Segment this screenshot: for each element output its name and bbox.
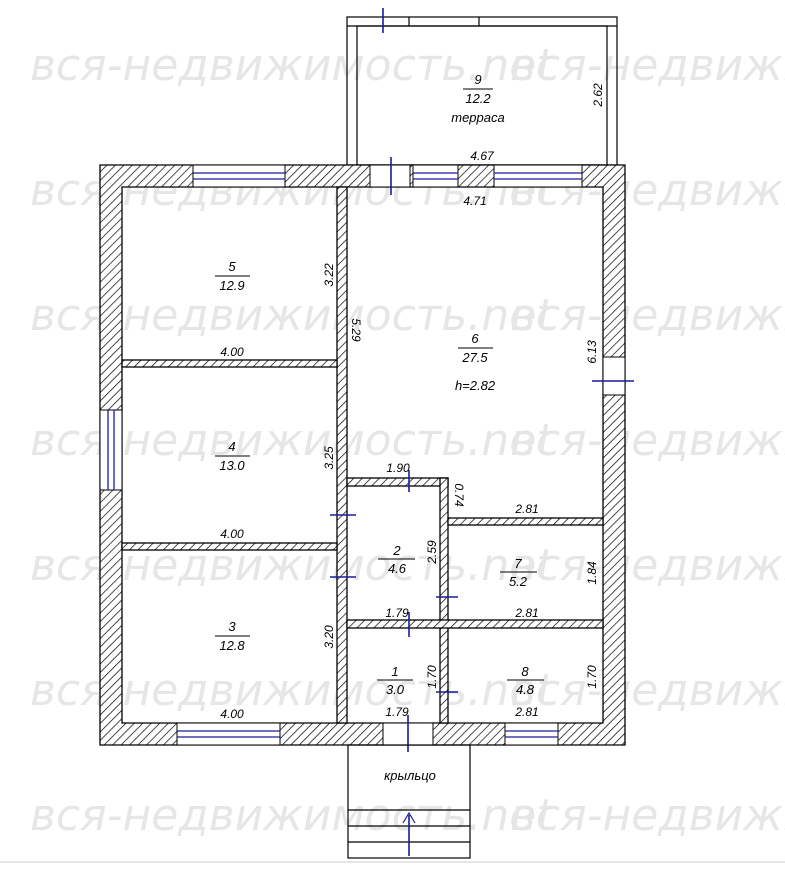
walls — [99, 164, 626, 746]
svg-text:5: 5 — [228, 259, 236, 274]
svg-text:3.25: 3.25 — [322, 446, 336, 470]
room-3: 312.8 — [215, 619, 250, 653]
svg-text:2.81: 2.81 — [514, 502, 538, 516]
svg-text:2: 2 — [392, 543, 401, 558]
svg-text:13.0: 13.0 — [219, 458, 245, 473]
svg-text:1.70: 1.70 — [585, 665, 599, 689]
svg-text:6: 6 — [471, 331, 479, 346]
svg-text:6.13: 6.13 — [585, 340, 599, 364]
svg-text:4.71: 4.71 — [463, 194, 486, 208]
svg-text:вся-недвижимость.net: вся-недвижимость.net — [510, 790, 785, 841]
svg-text:4.8: 4.8 — [516, 682, 535, 697]
svg-text:1.70: 1.70 — [425, 665, 439, 689]
svg-text:2.59: 2.59 — [425, 540, 439, 565]
room-6: 6 27.5 h=2.82 — [455, 331, 496, 393]
room-2: 24.6 — [378, 543, 415, 576]
svg-text:12.8: 12.8 — [219, 638, 245, 653]
svg-text:0.74: 0.74 — [452, 483, 466, 507]
svg-text:12.9: 12.9 — [219, 278, 244, 293]
windows — [99, 157, 634, 752]
porch-label: крыльцо — [384, 768, 436, 783]
svg-text:вся-недвижимость.net: вся-недвижимость.net — [30, 790, 555, 841]
svg-text:4: 4 — [228, 439, 235, 454]
svg-text:12.2: 12.2 — [465, 91, 491, 106]
svg-text:4.00: 4.00 — [220, 707, 244, 721]
svg-text:7: 7 — [514, 556, 522, 571]
svg-text:h=2.82: h=2.82 — [455, 378, 496, 393]
room-8: 84.8 — [507, 664, 544, 697]
svg-text:1.84: 1.84 — [585, 561, 599, 585]
svg-text:вся-недвижимость.net: вся-недвижимость.net — [30, 40, 555, 91]
svg-text:27.5: 27.5 — [461, 350, 488, 365]
svg-text:3: 3 — [228, 619, 236, 634]
svg-text:4.67: 4.67 — [470, 149, 495, 163]
svg-text:9: 9 — [474, 72, 481, 87]
svg-text:1.79: 1.79 — [385, 705, 409, 719]
room-5: 512.9 — [215, 259, 250, 293]
svg-text:4.00: 4.00 — [220, 527, 244, 541]
svg-text:вся-недвижимость.net: вся-недвижимость.net — [510, 540, 785, 591]
svg-text:4.00: 4.00 — [220, 345, 244, 359]
svg-text:1: 1 — [391, 664, 398, 679]
svg-text:5.2: 5.2 — [509, 574, 528, 589]
svg-text:вся-недвижимость.net: вся-недвижимость.net — [510, 415, 785, 466]
svg-text:5.29: 5.29 — [349, 318, 363, 342]
svg-text:3.0: 3.0 — [386, 682, 405, 697]
svg-text:2.81: 2.81 — [514, 606, 538, 620]
svg-text:2.62: 2.62 — [591, 83, 605, 108]
svg-text:3.22: 3.22 — [322, 263, 336, 287]
svg-text:вся-недвижимость.net: вся-недвижимость.net — [510, 40, 785, 91]
svg-text:4.6: 4.6 — [388, 561, 407, 576]
dimensions: 4.67 2.62 4.71 6.13 5.29 3.22 4.00 3.25 … — [220, 83, 605, 721]
svg-text:8: 8 — [521, 664, 529, 679]
svg-text:1.90: 1.90 — [386, 461, 410, 475]
svg-text:2.81: 2.81 — [514, 705, 538, 719]
room-7: 75.2 — [500, 556, 537, 589]
room-9: 9 12.2 терраса — [451, 72, 504, 125]
porch — [347, 744, 471, 859]
svg-text:1.79: 1.79 — [385, 606, 409, 620]
svg-text:терраса: терраса — [451, 110, 504, 125]
svg-text:вся-недвижимость.net: вся-недвижимость.net — [510, 665, 785, 716]
room-1: 13.0 — [377, 664, 413, 697]
room-4: 413.0 — [215, 439, 250, 473]
svg-text:3.20: 3.20 — [322, 625, 336, 649]
svg-text:вся-недвижимость.net: вся-недвижимость.net — [510, 290, 785, 341]
